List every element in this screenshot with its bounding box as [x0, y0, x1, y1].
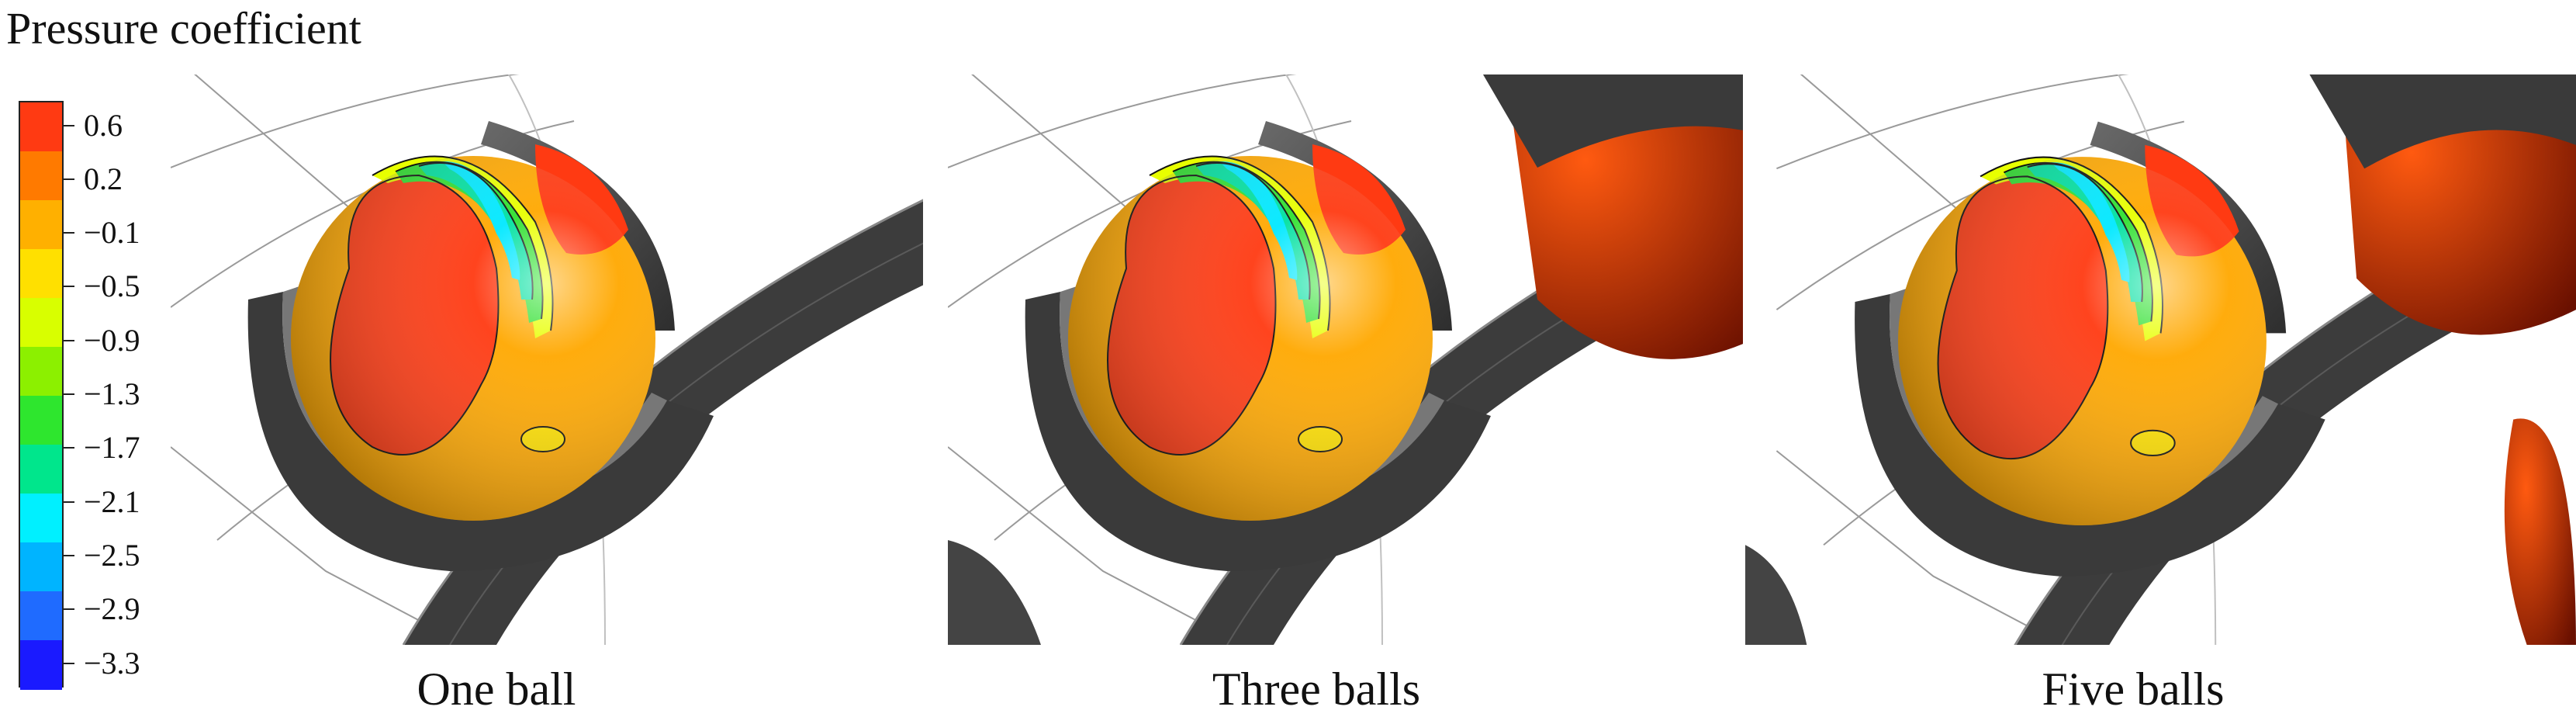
colorbar-tick-label: −2.5 — [84, 537, 140, 573]
caption-three-balls: Three balls — [1212, 663, 1421, 715]
colorbar-tick — [64, 124, 74, 126]
caption-one-ball: One ball — [417, 663, 576, 715]
colorbar-tick — [64, 393, 74, 395]
colorbar-band — [20, 640, 62, 690]
legend-title: Pressure coefficient — [6, 3, 361, 54]
colorbar-band — [20, 396, 62, 445]
colorbar-band — [20, 494, 62, 543]
colorbar-tick — [64, 554, 74, 556]
colorbar-tick — [64, 232, 74, 234]
colorbar-band — [20, 347, 62, 397]
colorbar-tick — [64, 178, 74, 180]
colorbar-tick-label: −1.7 — [84, 430, 140, 466]
neighbor-balls — [2309, 74, 2576, 645]
colorbar-tick — [64, 501, 74, 503]
colorbar-tick — [64, 608, 74, 611]
cage-fragment — [948, 540, 1041, 645]
colorbar-tick-label: −0.1 — [84, 215, 140, 251]
colorbar-band — [20, 445, 62, 494]
pressure-colorbar — [19, 101, 64, 690]
colorbar-tick-label: −2.1 — [84, 483, 140, 519]
caption-five-balls: Five balls — [2042, 663, 2225, 715]
colorbar-tick-label: 0.6 — [84, 107, 123, 143]
colorbar-tick-label: −0.9 — [84, 322, 140, 358]
neighbor-ball — [1483, 74, 1743, 359]
cage-fragment — [1745, 545, 1807, 645]
colorbar-tick-label: −2.9 — [84, 591, 140, 627]
colorbar-band — [20, 591, 62, 641]
colorbar-tick-label: −0.5 — [84, 268, 140, 304]
ball-cage-scene — [171, 74, 923, 645]
colorbar-tick-label: −1.3 — [84, 376, 140, 411]
colorbar-tick — [64, 662, 74, 664]
simulation-panel-five-balls — [1745, 74, 2576, 645]
colorbar-band — [20, 102, 62, 152]
colorbar-tick-label: −3.3 — [84, 645, 140, 681]
colorbar-tick-label: 0.2 — [84, 161, 123, 196]
colorbar-band — [20, 542, 62, 592]
colorbar-tick — [64, 339, 74, 341]
colorbar-band — [20, 151, 62, 201]
colorbar-band — [20, 200, 62, 250]
colorbar-band — [20, 298, 62, 348]
simulation-panel-one-ball — [171, 74, 923, 645]
simulation-panel-three-balls — [948, 74, 1743, 645]
colorbar-tick — [64, 447, 74, 449]
colorbar-tick — [64, 286, 74, 288]
colorbar-band — [20, 249, 62, 299]
